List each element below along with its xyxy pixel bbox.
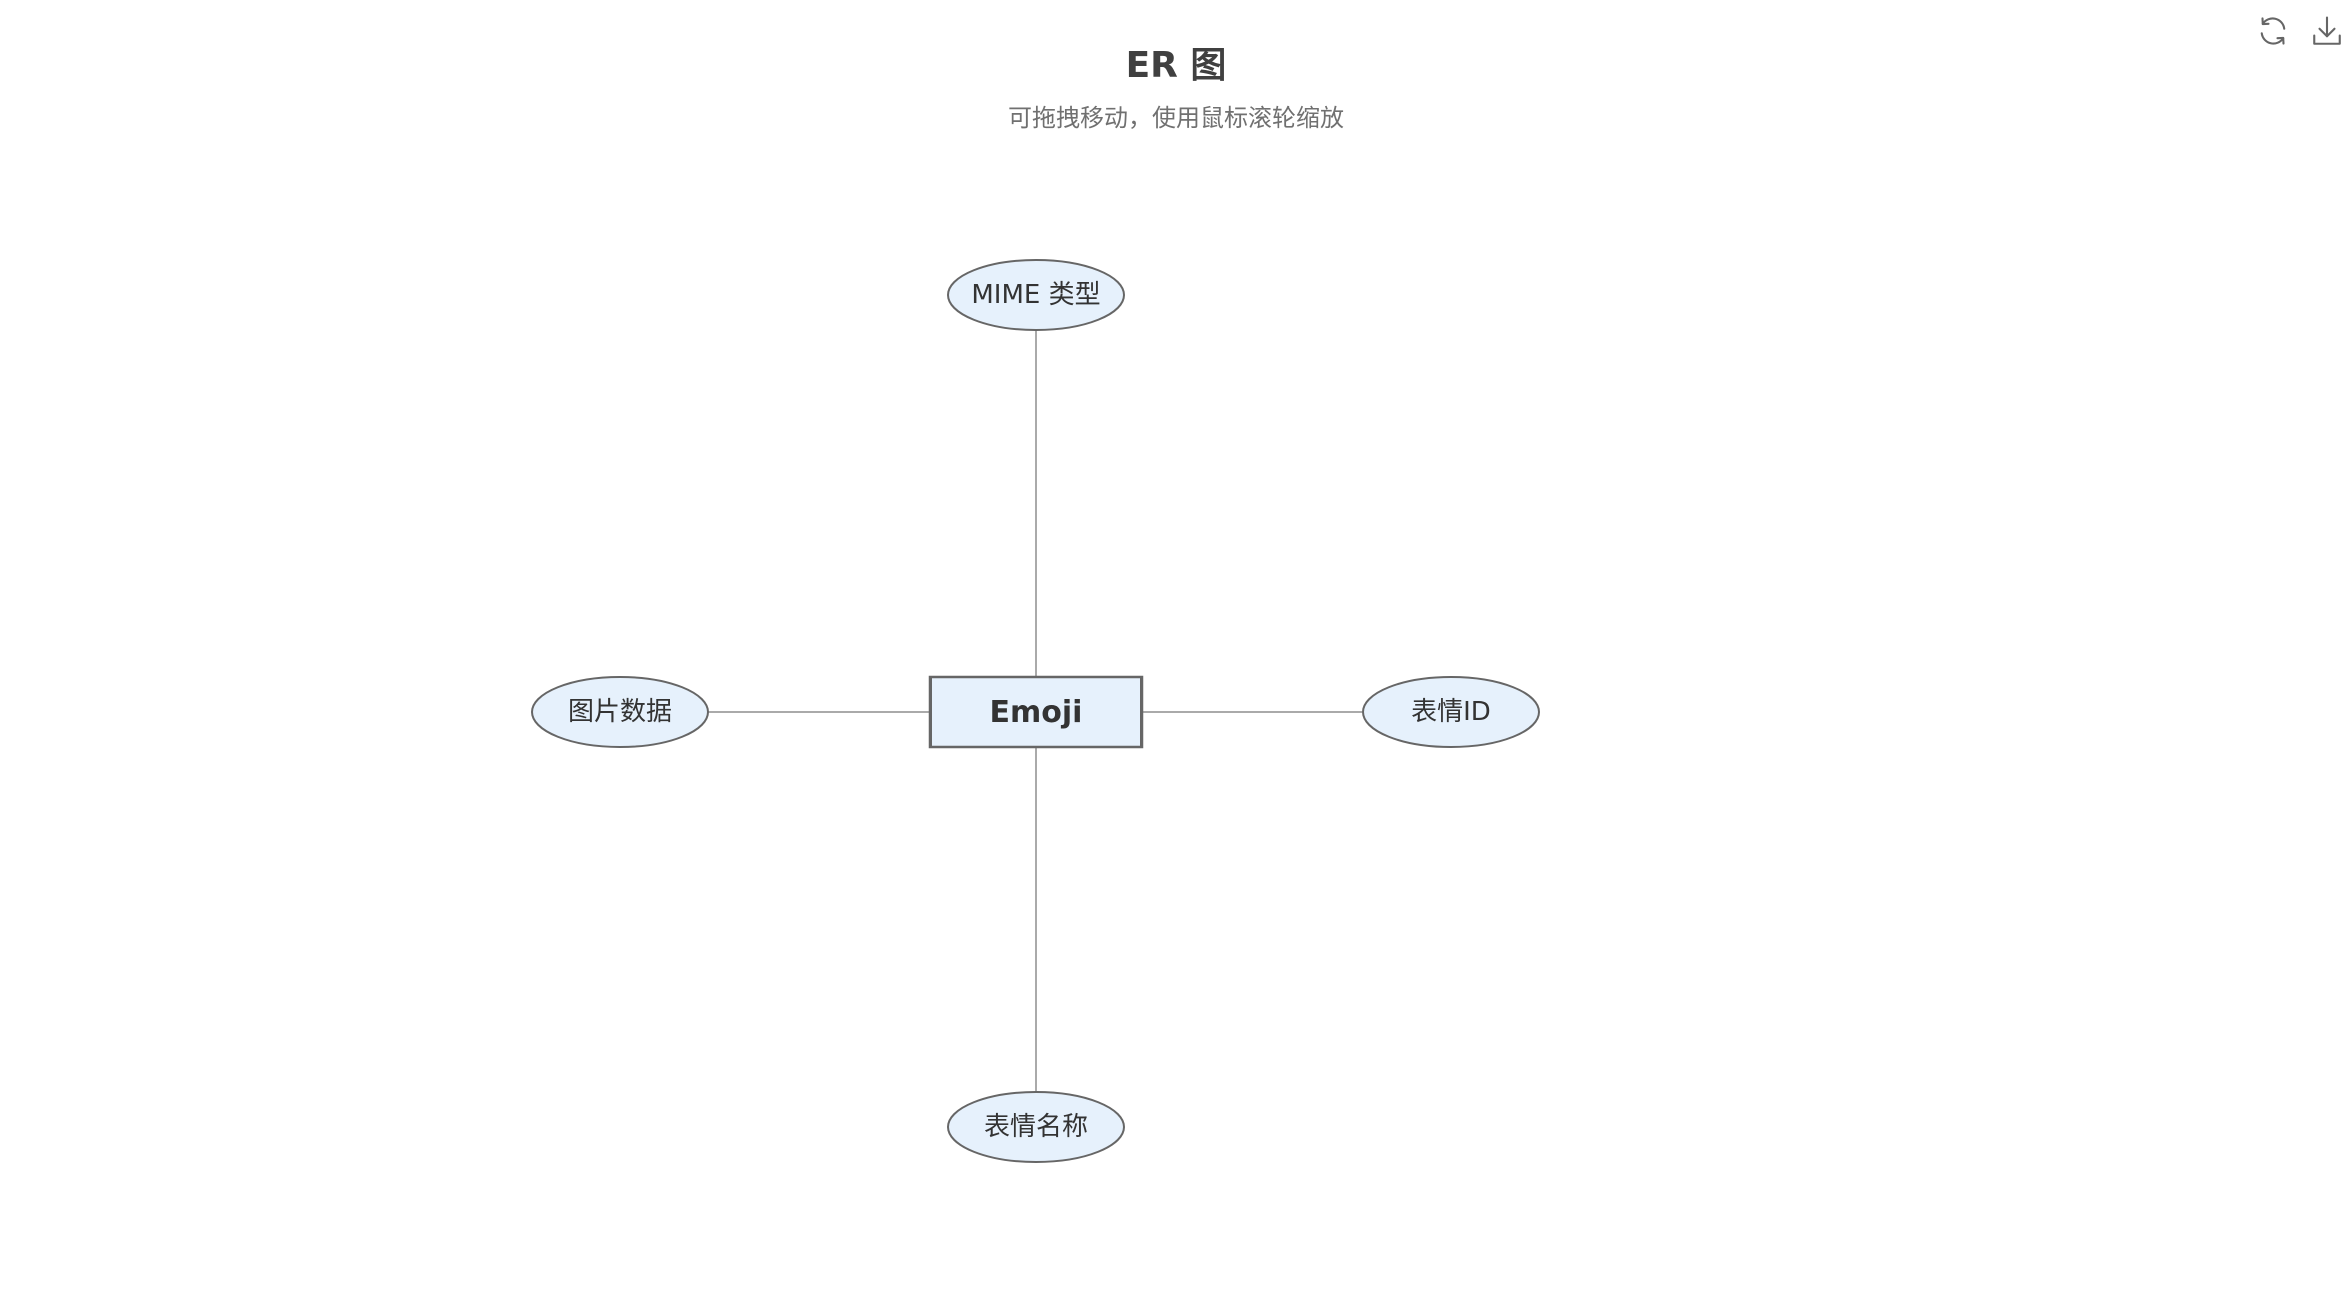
attribute-label-image-data: 图片数据 bbox=[568, 697, 672, 727]
refresh-button[interactable] bbox=[2252, 10, 2294, 52]
download-button[interactable] bbox=[2306, 10, 2348, 52]
attribute-node-mime-type[interactable]: MIME 类型 bbox=[947, 259, 1125, 331]
attribute-label-emoji-id: 表情ID bbox=[1411, 697, 1491, 727]
refresh-icon bbox=[2260, 17, 2286, 45]
attribute-node-emoji-id[interactable]: 表情ID bbox=[1362, 676, 1540, 748]
toolbar bbox=[2252, 10, 2348, 52]
attribute-label-mime-type: MIME 类型 bbox=[971, 280, 1100, 310]
attribute-node-emoji-name[interactable]: 表情名称 bbox=[947, 1091, 1125, 1163]
page-subtitle: 可拖拽移动，使用鼠标滚轮缩放 bbox=[1008, 104, 1344, 132]
attribute-label-emoji-name: 表情名称 bbox=[984, 1112, 1088, 1142]
entity-node-emoji[interactable]: Emoji bbox=[928, 675, 1144, 749]
entity-label-emoji: Emoji bbox=[990, 695, 1083, 730]
download-icon bbox=[2313, 16, 2341, 45]
page-title: ER 图 bbox=[1125, 45, 1227, 86]
attribute-node-image-data[interactable]: 图片数据 bbox=[531, 676, 709, 748]
